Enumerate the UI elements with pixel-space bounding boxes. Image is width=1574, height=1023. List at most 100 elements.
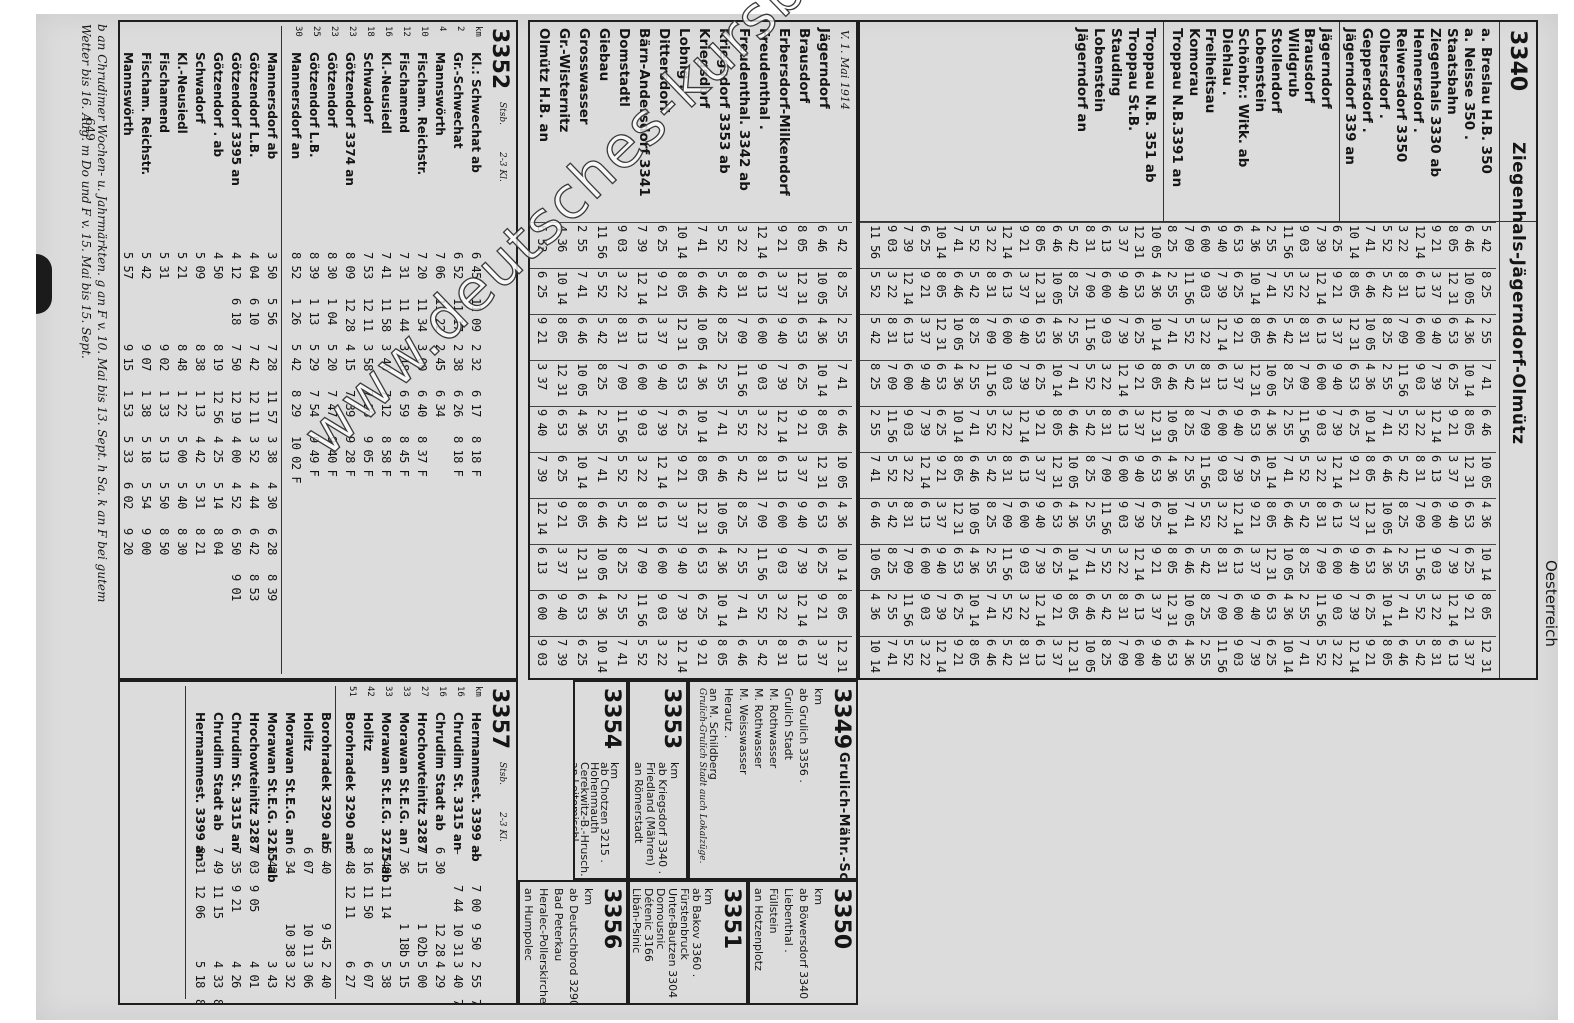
station-name: Borohradek 3290 ab [319,712,333,850]
station-name: Olbersdorf . [1376,28,1392,119]
departure-time: 10 14 [555,271,569,305]
station-name: km [812,888,825,906]
timetable-time: 9 20 [121,528,135,555]
timetable-time: 3 32 [283,961,297,988]
timetable-time: 12 28 [433,923,447,957]
timetable-time: 5 18 [139,436,153,463]
departure-time: 3 22 [1396,225,1411,252]
departure-time: 6 46 [984,639,998,666]
departure-time: 12 14 [1231,501,1246,535]
departure-time: 12 14 [1116,363,1130,397]
km-value: 4 [437,26,447,32]
departure-time: 9 03 [1198,271,1213,298]
timetable-time: 3 06 [301,961,315,988]
timetable-time: 1 04 [325,298,339,325]
timetable-time: 7 49 [211,847,225,874]
timetable-time: 3 50 [265,252,279,279]
station-name: Kl.-Neusiedl [379,52,393,134]
departure-time: 10 14 [1479,547,1493,581]
departure-time: 7 41 [1363,225,1378,252]
departure-time: 9 21 [1231,317,1246,344]
timetable-time: 8 30 [175,528,189,555]
departure-time: 6 13 [755,271,769,298]
departure-time: 6 25 [675,409,689,436]
station-name: Gr.-Schwechat [451,52,465,149]
departure-time: 12 31 [1264,547,1279,581]
departure-time: 11 56 [635,593,649,627]
departure-time: 5 52 [755,593,769,620]
departure-time: 9 40 [934,547,949,574]
departure-time: 6 13 [1215,363,1229,390]
timetable-time: 6 27 [343,961,357,988]
station-name: Kl.: Schwechat ab [469,52,483,173]
departure-time: 4 36 [1165,455,1180,482]
departure-time: 6 00 [1099,271,1114,298]
departure-time: 9 03 [1215,455,1229,482]
timetable-time: 6 28 [265,528,279,555]
departure-time: 8 05 [1264,501,1279,528]
departure-time: 6 53 [1462,501,1477,528]
station-name: Domousnic [654,888,667,950]
station-name: Troppau St.B. [1125,28,1141,132]
rail-label: Stsb. [497,762,507,786]
departure-time: 10 05 [815,271,829,305]
departure-time: 6 00 [918,547,932,574]
departure-time: 8 31 [1083,225,1097,252]
station-name: Friedland (Mähren) [644,762,657,866]
departure-time: 5 52 [868,271,883,298]
departure-time: 9 40 [795,501,809,528]
departure-time: 7 39 [655,409,669,436]
timetable-time: 12 11 [247,390,261,424]
departure-time: 8 25 [1297,547,1312,574]
departure-time: 4 36 [1050,317,1064,344]
departure-time: 3 37 [1462,639,1477,666]
departure-time: 6 25 [1050,547,1064,574]
timetable-time: 9 07 [139,344,153,371]
timetable-time: 8 38 [193,344,207,371]
departure-time: 2 55 [868,409,883,436]
departure-time: 6 53 [934,363,949,390]
departure-time: 6 46 [1281,501,1295,528]
departure-time: 12 14 [918,455,932,489]
departure-time: 6 53 [1050,501,1064,528]
departure-time: 9 21 [555,501,569,528]
departure-time: 7 39 [901,225,916,252]
departure-time: 5 52 [715,225,729,252]
timetable-time: 7 03 [247,847,261,874]
station-name: Götzendorf . ab [211,52,225,158]
station-name: Troppau N.B. 351 ab [1142,28,1158,183]
table-number: 3356 [599,888,624,950]
departure-time: 6 46 [695,271,709,298]
timetable-time: 3 38 [265,436,279,463]
timetable-time: 5 00 [415,961,429,988]
departure-time: 5 42 [835,225,849,252]
departure-time: 12 14 [901,271,916,305]
station-name: Ziegenhals 3330 ab [1427,28,1443,178]
departure-time: 8 05 [951,455,965,482]
departure-time: 9 21 [1132,363,1147,390]
departure-time: 6 53 [675,363,689,390]
departure-time: 6 00 [1413,317,1427,344]
departure-time: 2 55 [984,547,998,574]
departure-time: 6 25 [555,455,569,482]
timetable-time: 5 40 [319,847,333,874]
departure-time: 2 55 [1297,593,1312,620]
departure-time: 8 05 [675,271,689,298]
departure-time: 7 39 [1231,455,1246,482]
station-name: Götzendorf 3374 an [343,52,357,186]
station-name: Troppau N.B.3391 an [1169,28,1186,188]
departure-time: 7 39 [1215,271,1229,298]
departure-time: 3 22 [1215,501,1229,528]
station-name: Lobenstein [1252,28,1268,113]
timetable-time: 9 00 [139,528,153,555]
departure-time: 6 46 [1182,547,1196,574]
departure-time: 8 31 [1429,639,1444,666]
departure-time: 12 31 [951,501,965,535]
departure-time: 6 00 [1132,639,1147,666]
station-name: Mannersdorf ab [265,52,279,160]
footnote: Wetter bis 16. Aug. m Do und F v. 15. Ma… [79,24,93,359]
departure-time: 9 40 [555,593,569,620]
departure-time: 9 21 [1017,225,1031,252]
timetable-time: 11 15 [211,885,225,919]
departure-time: 8 05 [555,317,569,344]
